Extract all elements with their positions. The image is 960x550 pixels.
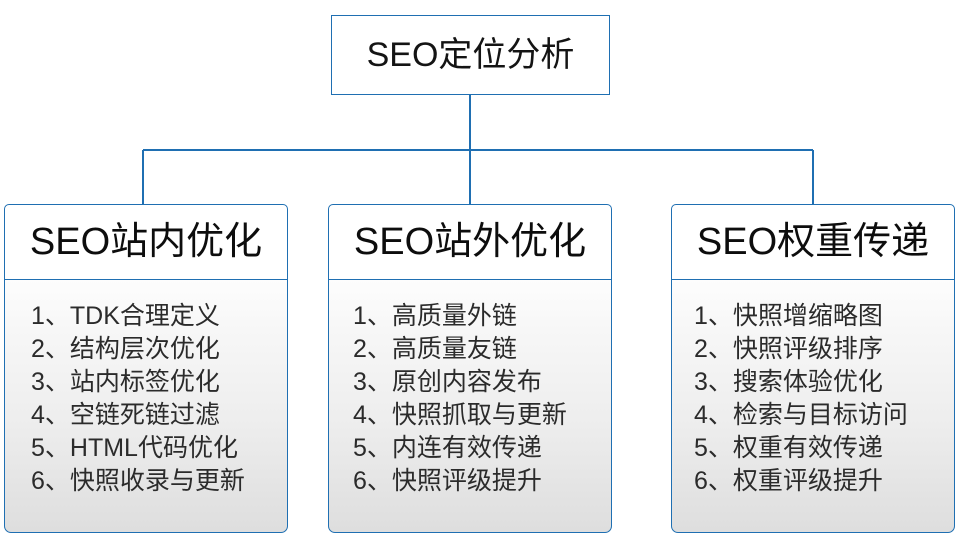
- branch-2-list: 1、高质量外链 2、高质量友链 3、原创内容发布 4、快照抓取与更新 5、内连有…: [329, 280, 611, 498]
- list-item: 1、高质量外链: [353, 302, 517, 330]
- branch-2-title: SEO站外优化: [353, 221, 587, 263]
- list-item: 3、站内标签优化: [31, 368, 220, 396]
- list-item: 6、权重评级提升: [694, 467, 883, 495]
- branch-1-title: SEO站内优化: [29, 221, 263, 263]
- branch-2-header[interactable]: SEO站外优化: [328, 204, 612, 280]
- list-item: 3、搜索体验优化: [694, 368, 883, 396]
- list-item: 4、检索与目标访问: [694, 401, 908, 429]
- branch-3-title: SEO权重传递: [696, 221, 930, 263]
- list-item: 4、空链死链过滤: [31, 401, 220, 429]
- list-item: 6、快照评级提升: [353, 467, 542, 495]
- branch-3-list: 1、快照增缩略图 2、快照评级排序 3、搜索体验优化 4、检索与目标访问 5、权…: [672, 280, 954, 498]
- list-item: 4、快照抓取与更新: [353, 401, 567, 429]
- root-node[interactable]: SEO定位分析: [331, 15, 610, 95]
- branch-column-3[interactable]: SEO权重传递 1、快照增缩略图 2、快照评级排序 3、搜索体验优化 4、检索与…: [671, 204, 955, 533]
- root-node-label: SEO定位分析: [366, 36, 575, 74]
- list-item: 5、内连有效传递: [353, 434, 542, 462]
- branch-1-header[interactable]: SEO站内优化: [4, 204, 288, 280]
- branch-3-header[interactable]: SEO权重传递: [671, 204, 955, 280]
- list-item: 2、快照评级排序: [694, 335, 883, 363]
- list-item: 3、原创内容发布: [353, 368, 542, 396]
- list-item: 6、快照收录与更新: [31, 467, 245, 495]
- branch-1-list: 1、TDK合理定义 2、结构层次优化 3、站内标签优化 4、空链死链过滤 5、H…: [5, 280, 287, 498]
- list-item: 1、TDK合理定义: [31, 302, 220, 330]
- branch-3-body: 1、快照增缩略图 2、快照评级排序 3、搜索体验优化 4、检索与目标访问 5、权…: [671, 279, 955, 533]
- list-item: 2、结构层次优化: [31, 335, 220, 363]
- list-item: 1、快照增缩略图: [694, 302, 883, 330]
- branch-column-1[interactable]: SEO站内优化 1、TDK合理定义 2、结构层次优化 3、站内标签优化 4、空链…: [4, 204, 288, 533]
- branch-2-body: 1、高质量外链 2、高质量友链 3、原创内容发布 4、快照抓取与更新 5、内连有…: [328, 279, 612, 533]
- list-item: 5、HTML代码优化: [31, 434, 238, 462]
- list-item: 5、权重有效传递: [694, 434, 883, 462]
- list-item: 2、高质量友链: [353, 335, 517, 363]
- branch-column-2[interactable]: SEO站外优化 1、高质量外链 2、高质量友链 3、原创内容发布 4、快照抓取与…: [328, 204, 612, 533]
- branch-1-body: 1、TDK合理定义 2、结构层次优化 3、站内标签优化 4、空链死链过滤 5、H…: [4, 279, 288, 533]
